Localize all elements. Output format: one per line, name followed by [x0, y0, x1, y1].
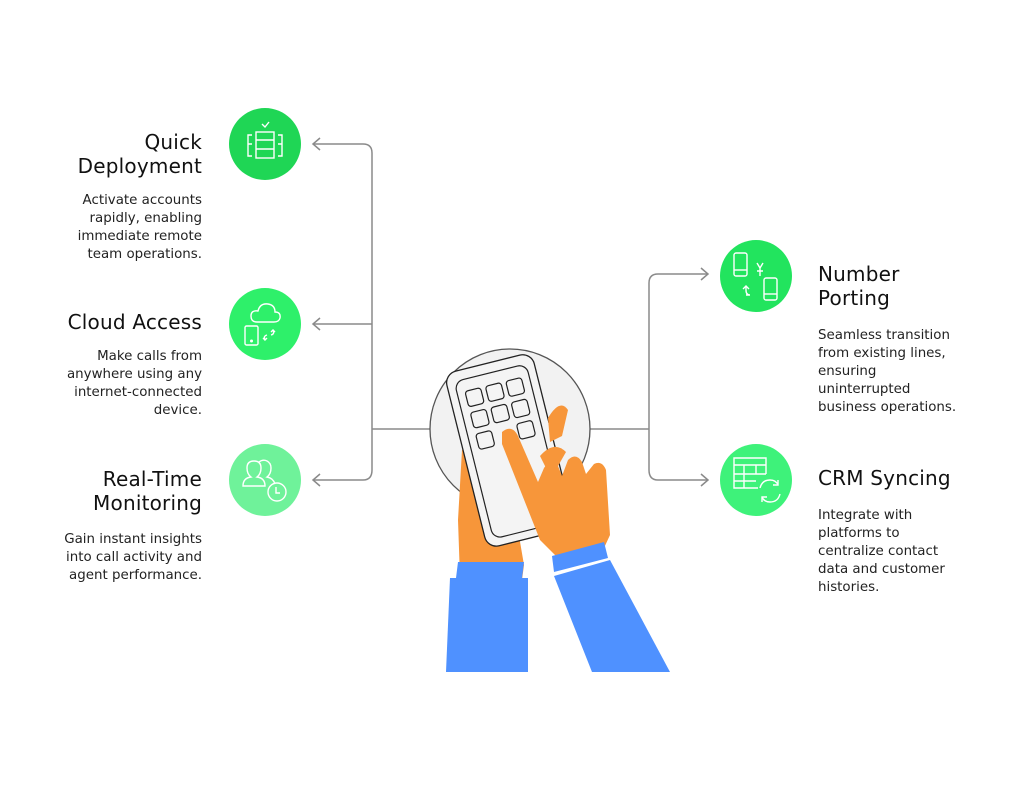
- arrow-head-quick-deployment: [311, 137, 321, 151]
- description-line: team operations.: [87, 247, 202, 262]
- right-sleeve: [554, 560, 670, 672]
- description-line: centralize contact: [818, 544, 939, 559]
- right-hand-thumb: [548, 405, 568, 442]
- real-time-monitoring-title: Real-Time Monitoring: [93, 467, 202, 515]
- number-porting-title: Number Porting: [818, 262, 900, 310]
- title-line: Monitoring: [93, 491, 202, 515]
- title-line: CRM Syncing: [818, 466, 951, 490]
- description-line: into call activity and: [66, 550, 202, 565]
- keypad-key: [475, 430, 495, 450]
- connector-crm-syncing: [648, 469, 708, 481]
- description-line: immediate remote: [77, 229, 202, 244]
- crm-syncing-icon-circle: [720, 444, 792, 516]
- users-clock-icon: [242, 459, 287, 502]
- phone-hands-illustration: [429, 348, 670, 672]
- description-line: platforms to: [818, 526, 900, 541]
- description-line: Integrate with: [818, 508, 913, 523]
- server-rack-check-icon: [247, 121, 283, 159]
- real-time-monitoring-icon-circle: [229, 444, 301, 516]
- quick-deployment-icon-circle: [229, 108, 301, 180]
- description-line: histories.: [818, 580, 880, 595]
- connector-real-time-monitoring: [313, 469, 373, 481]
- title-line: Deployment: [77, 154, 202, 178]
- arrow-head-crm-syncing: [700, 473, 710, 487]
- keypad-key: [490, 403, 510, 424]
- quick-deployment-description: Activate accounts rapidly, enabling imme…: [78, 192, 202, 264]
- quick-deployment-title: Quick Deployment: [78, 130, 202, 178]
- phone-transfer-icon: [733, 252, 778, 301]
- description-line: agent performance.: [69, 568, 202, 583]
- crm-syncing-description: Integrate with platforms to centralize c…: [818, 507, 945, 597]
- left-sleeve-cuff: [456, 562, 524, 578]
- title-line: Cloud Access: [67, 310, 202, 334]
- right-hand: [502, 428, 610, 558]
- description-line: ensuring: [818, 364, 877, 379]
- description-line: anywhere using any: [66, 367, 202, 382]
- description-line: Activate accounts: [82, 193, 202, 208]
- description-line: Make calls from: [97, 349, 202, 364]
- description-line: uninterrupted: [818, 382, 911, 397]
- description-line: rapidly, enabling: [89, 211, 202, 226]
- title-line: Porting: [818, 286, 890, 310]
- title-line: Quick: [144, 130, 202, 154]
- description-line: Seamless transition: [818, 328, 950, 343]
- connector-quick-deployment: [313, 143, 373, 154]
- description-line: data and customer: [818, 562, 945, 577]
- right-sleeve-cuff: [552, 542, 608, 572]
- keypad-key: [485, 382, 505, 402]
- cloud-access-icon-circle: [229, 288, 301, 360]
- table-sync-icon: [733, 457, 781, 503]
- left-sleeve: [446, 578, 528, 672]
- description-line: business operations.: [818, 400, 957, 415]
- keypad-key: [516, 420, 536, 440]
- keypad-key: [470, 408, 490, 429]
- arrow-head-number-porting: [700, 267, 710, 281]
- crm-syncing-title: CRM Syncing: [818, 466, 951, 490]
- description-line: internet-connected: [74, 385, 202, 400]
- description-line: device.: [153, 403, 202, 418]
- description-line: Gain instant insights: [64, 532, 202, 547]
- keypad-key: [464, 387, 485, 407]
- description-line: from existing lines,: [818, 346, 946, 361]
- keypad-key: [511, 398, 531, 419]
- right-hand-finger: [540, 446, 566, 468]
- cloud-device-sync-icon: [244, 303, 281, 346]
- cloud-access-description: Make calls from anywhere using any inter…: [67, 348, 202, 420]
- title-line: Number: [818, 262, 900, 286]
- title-line: Real-Time: [102, 467, 202, 491]
- number-porting-icon-circle: [720, 240, 792, 312]
- cloud-access-title: Cloud Access: [68, 310, 202, 334]
- arrow-head-cloud-access: [311, 317, 321, 331]
- connector-number-porting: [648, 273, 708, 284]
- keypad-key: [505, 377, 526, 397]
- real-time-monitoring-description: Gain instant insights into call activity…: [64, 531, 202, 585]
- number-porting-description: Seamless transition from existing lines,…: [818, 327, 956, 417]
- arrow-head-real-time-monitoring: [311, 473, 321, 487]
